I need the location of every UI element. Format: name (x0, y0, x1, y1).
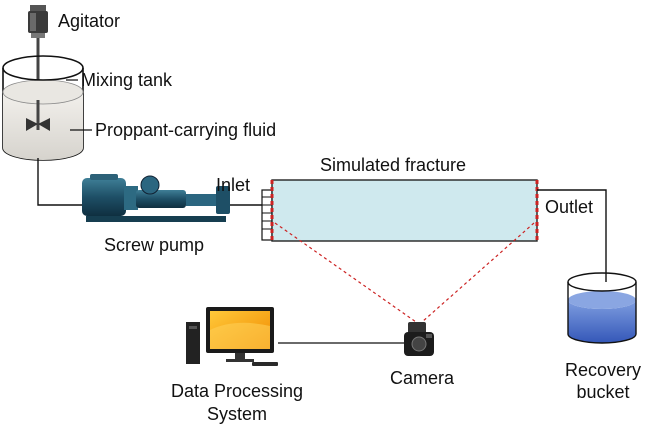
computer-tower (186, 322, 200, 364)
computer-drive-bay (189, 326, 197, 329)
inlet-label: Inlet (216, 175, 250, 195)
pipe-tank-to-pump (37, 158, 86, 206)
pump-motor-fins (90, 174, 118, 180)
fluid-surface (2, 79, 84, 105)
pump-coupling (124, 186, 138, 210)
bucket-rim (567, 272, 637, 292)
monitor-screen-glare (210, 322, 270, 349)
keyboard (252, 362, 278, 366)
data-processing-label-line1: Data Processing (171, 381, 303, 401)
recovery-label-line2: bucket (576, 382, 629, 402)
impeller-blade-left (26, 118, 38, 131)
pump-barrel (136, 190, 186, 208)
water-surface (568, 291, 636, 309)
data-processing-label-line2: System (207, 404, 267, 424)
recovery-label-line1: Recovery (565, 360, 641, 380)
mixing-tank-label: Mixing tank (81, 70, 173, 90)
camera-lens-ring (411, 336, 427, 352)
pipe-outlet-to-bucket (537, 189, 607, 282)
simulated-fracture (271, 179, 538, 242)
outlet-label: Outlet (545, 197, 593, 217)
agitator-label: Agitator (58, 11, 120, 31)
monitor-base (226, 359, 254, 362)
camera-flash (426, 334, 432, 338)
camera-sight-line-right (421, 222, 535, 323)
data-processing-computer (186, 307, 278, 366)
camera-label: Camera (390, 368, 455, 388)
simulated-fracture-label: Simulated fracture (320, 155, 466, 175)
pump-base (86, 216, 226, 222)
recovery-bucket (567, 272, 637, 344)
camera (404, 322, 434, 356)
mixing-tank (2, 55, 84, 161)
tank-rim (2, 55, 84, 81)
screw-pump-label: Screw pump (104, 235, 204, 255)
bucket-walls (567, 282, 637, 344)
pump-motor (82, 178, 126, 216)
screw-pump (82, 174, 230, 222)
pump-inlet-flange (140, 175, 160, 195)
pump-outlet-flange (216, 186, 230, 214)
monitor-stand (235, 353, 245, 359)
fluid-label: Proppant-carrying fluid (95, 120, 276, 140)
camera-sight-line-left (274, 222, 417, 323)
agitator-highlight (30, 13, 36, 31)
agitator-coupling (31, 33, 45, 38)
agitator-cap (30, 5, 46, 11)
bucket-water (568, 300, 636, 343)
camera-lens (408, 322, 426, 334)
impeller-blade-right (38, 118, 50, 131)
pump-stator (186, 194, 218, 206)
